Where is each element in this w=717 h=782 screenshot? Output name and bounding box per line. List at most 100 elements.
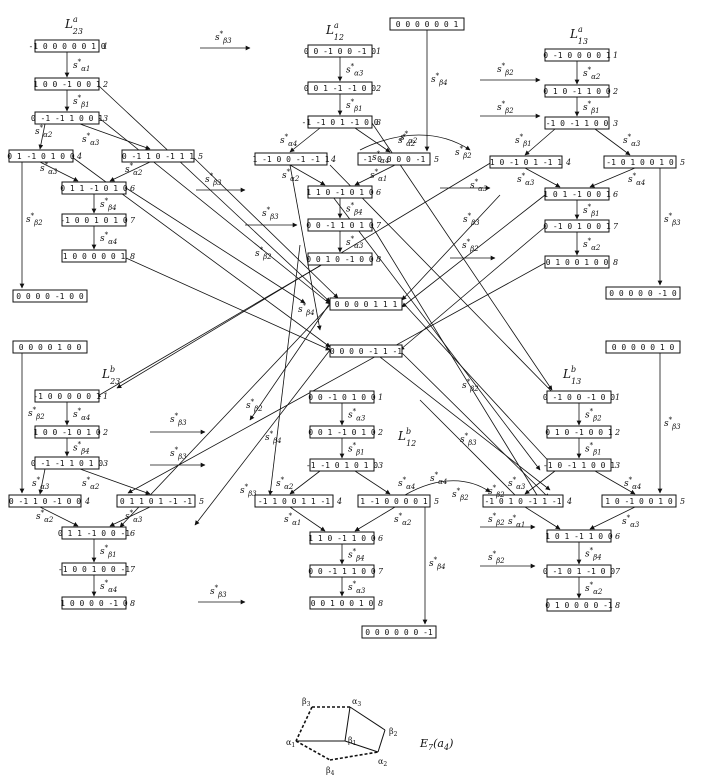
row-index: 6 bbox=[615, 532, 620, 541]
reflection-label: s*β1 bbox=[346, 98, 363, 113]
crossing-arrow-1 bbox=[98, 117, 331, 305]
reflection-label: s*β2 bbox=[488, 550, 505, 565]
orbit-box-text-Lb2: 1 0 0 -1 0 1 0 bbox=[33, 428, 101, 437]
dynkin-node-label: β4 bbox=[326, 766, 335, 777]
orbit-box-Mb2 bbox=[309, 425, 375, 439]
arrow bbox=[289, 127, 321, 153]
orbit-box-Ra3 bbox=[544, 116, 610, 130]
reflection-label: s*β1 bbox=[583, 203, 600, 218]
crossing-arrow-19 bbox=[268, 244, 301, 496]
orbit-box-text-Lb8: 1 0 0 0 0 -1 0 bbox=[60, 599, 128, 608]
reflection-label: s*β4 bbox=[346, 202, 363, 217]
reflection-label: s*α3 bbox=[346, 63, 364, 78]
crossing-arrow-14 bbox=[127, 262, 546, 494]
crossing-arrow-11 bbox=[401, 194, 546, 308]
orbit-box-text-Lb0: 0 0 0 0 1 0 0 bbox=[19, 343, 82, 352]
orbit-box-text-Rb5: 1 0 -1 0 0 1 0 bbox=[605, 497, 673, 506]
orbit-box-text-La3: 0 -1 -1 1 0 0 1 bbox=[31, 114, 103, 123]
reflection-label: s*β3 bbox=[170, 446, 187, 461]
orbit-box-text-Rb6: 1 0 1 -1 1 0 0 bbox=[545, 532, 613, 541]
orbit-box-text-La6: 0 1 1 -1 0 1 0 bbox=[60, 184, 128, 193]
orbit-box-La3 bbox=[34, 111, 100, 125]
orbit-box-Ra2 bbox=[544, 84, 610, 98]
reflection-label: s*β2 bbox=[455, 145, 472, 160]
orbit-box-Rb8 bbox=[546, 598, 612, 612]
orbit-box-text-C1: 0 0 0 0 1 1 1 bbox=[335, 300, 398, 309]
crossing-arrow-20 bbox=[119, 304, 331, 528]
reflection-label: s*α1 bbox=[508, 514, 525, 529]
orbit-box-Mb5 bbox=[357, 494, 431, 508]
arrow bbox=[39, 506, 79, 527]
orbit-box-text-Mb1: 0 0 -1 0 1 0 0 bbox=[308, 393, 376, 402]
arrow bbox=[38, 468, 46, 495]
orbit-box-text-Rb7: 0 -1 0 1 -1 0 0 bbox=[543, 567, 615, 576]
crossing-arrow-7 bbox=[329, 164, 561, 401]
reflection-label: s*α3 bbox=[40, 161, 58, 176]
orbit-box-Mb3 bbox=[309, 458, 375, 472]
orbit-box-La4 bbox=[8, 149, 74, 163]
reflection-label: s*α3 bbox=[346, 235, 364, 250]
row-index: 8 bbox=[130, 599, 135, 608]
row-index: 4 bbox=[565, 158, 571, 167]
orbit-box-text-MbEnd: 0 0 0 0 0 0 -1 bbox=[365, 628, 433, 637]
reflection-label: s*β2 bbox=[462, 378, 479, 393]
orbit-box-text-Ra8: 0 1 0 0 1 0 0 bbox=[546, 258, 609, 267]
orbit-box-text-Ra1: 0 -1 0 0 0 0 1 bbox=[543, 51, 611, 60]
orbit-box-Lb7 bbox=[61, 562, 127, 576]
orbit-box-Ra4 bbox=[489, 155, 563, 169]
arrow bbox=[109, 161, 151, 182]
row-index: 5 bbox=[434, 497, 439, 506]
row-index: 8 bbox=[378, 599, 383, 608]
reflection-label: s*α3 bbox=[82, 132, 100, 147]
reflection-label: s*β4 bbox=[429, 556, 446, 571]
orbit-box-Rb5 bbox=[601, 494, 677, 508]
orbit-box-text-Lb6: 0 1 1 -1 0 0 -1 bbox=[58, 529, 130, 538]
reflection-label: s*β2 bbox=[255, 246, 272, 261]
orbit-box-text-Mb4: -1 1 0 0 1 1 -1 bbox=[258, 497, 330, 506]
crossing-arrow-24 bbox=[419, 399, 521, 501]
row-index: 2 bbox=[377, 428, 383, 437]
row-index: 5 bbox=[199, 497, 204, 506]
arrow bbox=[79, 468, 151, 495]
orbit-box-text-La4: 0 1 -1 0 1 0 0 bbox=[7, 152, 75, 161]
crossing-arrow-0 bbox=[98, 85, 331, 303]
row-index: 4 bbox=[566, 497, 572, 506]
orbit-box-text-Ra4: 1 0 -1 0 1 -1 1 bbox=[490, 158, 562, 167]
orbit-box-Lb1 bbox=[34, 389, 100, 403]
reflection-label: s*α4 bbox=[100, 579, 117, 594]
orbit-box-Ra5 bbox=[603, 155, 677, 169]
row-index: 3 bbox=[103, 114, 108, 123]
reflection-label: s*β4 bbox=[431, 72, 448, 87]
row-index: 4 bbox=[76, 152, 82, 161]
orbit-box-text-LaEnd: 0 0 0 0 -1 0 0 bbox=[16, 292, 84, 301]
crossing-arrow-16 bbox=[379, 356, 551, 491]
row-index: 8 bbox=[613, 258, 618, 267]
arrow bbox=[79, 123, 151, 150]
row-index: 7 bbox=[130, 565, 136, 574]
orbit-box-Rb0 bbox=[605, 340, 681, 354]
reflection-label: s*β1 bbox=[100, 544, 117, 559]
orbit-box-Rb3 bbox=[546, 458, 612, 472]
orbit-box-text-Ra2: 0 1 0 -1 1 0 0 bbox=[543, 87, 611, 96]
reflection-label: s*α4 bbox=[624, 476, 641, 491]
orbit-box-text-Lb7: -1 0 0 1 0 0 -1 bbox=[58, 565, 130, 574]
arrow bbox=[594, 128, 631, 156]
reflection-label: s*α3 bbox=[125, 509, 143, 524]
reflection-label: s*β2 bbox=[488, 512, 505, 527]
reflection-label: s*β1 bbox=[585, 442, 602, 457]
orbit-box-text-Mtop: 0 0 0 0 0 0 1 bbox=[396, 20, 459, 29]
dynkin-node-label: α3 bbox=[352, 697, 361, 708]
orbit-box-text-Ra7: 0 -1 0 1 0 0 1 bbox=[543, 222, 611, 231]
orbit-box-text-Ma6: 1 1 0 -1 0 1 0 bbox=[306, 188, 374, 197]
orbit-box-Lb3 bbox=[34, 456, 100, 470]
reflection-label: s*α3 bbox=[32, 476, 50, 491]
crossing-arrow-3 bbox=[125, 187, 306, 304]
reflection-label: s*β1 bbox=[348, 442, 365, 457]
row-index: 6 bbox=[376, 188, 381, 197]
arrow bbox=[354, 470, 391, 495]
orbit-box-La6 bbox=[61, 181, 127, 195]
orbit-box-text-Ra6: 1 0 1 -1 0 0 1 bbox=[543, 190, 611, 199]
crossing-arrow-10 bbox=[401, 194, 501, 301]
